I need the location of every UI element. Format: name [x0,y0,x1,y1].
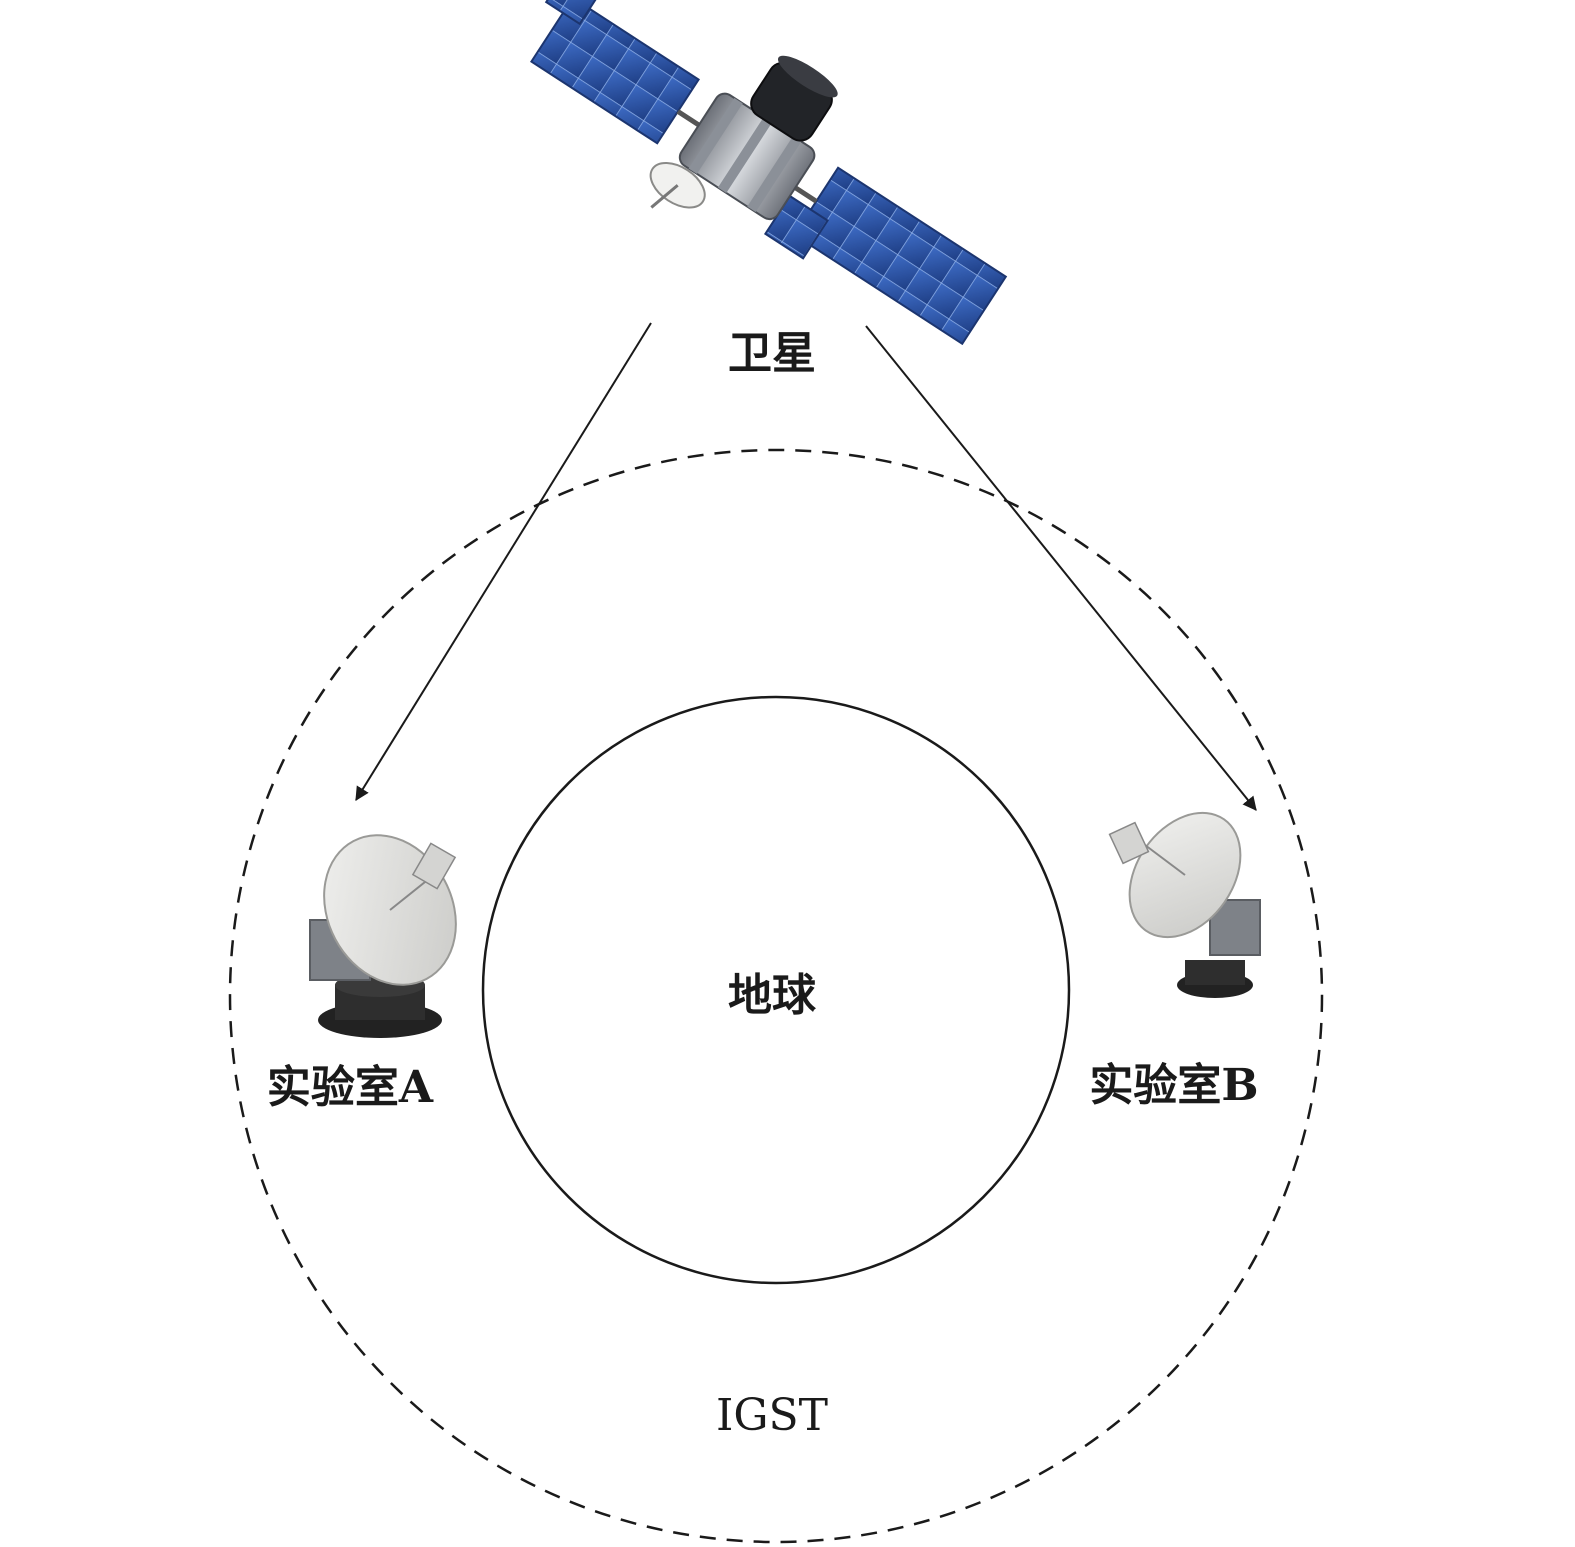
signal-arrow-to-lab-a [355,322,652,801]
satellite-label: 卫星 [728,328,816,379]
lab-a-label: 实验室A [267,1062,434,1113]
ground-station-b-antenna-icon [1108,811,1261,998]
igst-orbit-label: IGST [716,1390,828,1441]
lab-b-label: 实验室B [1089,1060,1258,1111]
ground-station-a-antenna-icon [309,834,457,1038]
earth-circle [481,695,1071,1285]
satellite-icon [530,0,1008,346]
signal-arrow-to-lab-b [865,325,1257,811]
earth-label: 地球 [728,970,817,1021]
igst-orbit-dashed-circle [228,448,1324,1544]
